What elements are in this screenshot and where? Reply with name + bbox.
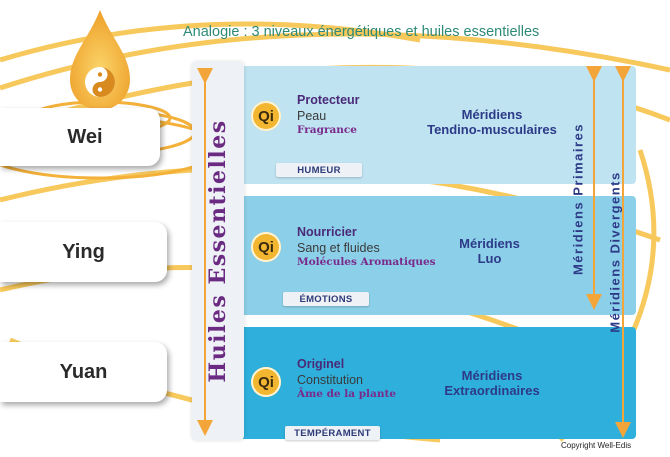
- level-oil: Âme de la plante: [297, 388, 397, 401]
- level-yuan-text: Originel Constitution Âme de la plante: [297, 357, 396, 401]
- meridians-line: Méridiens: [459, 236, 520, 251]
- meridians-line: Tendino-musculaires: [427, 121, 557, 137]
- level-name: Nourricier: [297, 225, 357, 239]
- yin-yang-icon: [85, 67, 115, 97]
- meridians-line: Extraordinaires: [444, 382, 540, 398]
- qi-icon: Qi: [251, 232, 281, 262]
- diagram-title: Analogie : 3 niveaux énergétiques et hui…: [183, 24, 540, 40]
- level-name: Originel: [297, 357, 345, 371]
- level-sub: Constitution: [297, 372, 364, 387]
- level-oil: Fragrance: [297, 124, 357, 137]
- level-wei-text: Protecteur Peau Fragrance: [297, 93, 360, 137]
- meridians-line: Méridiens: [461, 107, 523, 122]
- tag-temperament: TEMPÉRAMENT: [285, 426, 380, 440]
- level-sub: Peau: [297, 108, 327, 123]
- level-ying-text: Nourricier Sang et fluides Molécules Aro…: [297, 225, 436, 269]
- meridiens-divergents-label: Méridiens Divergents: [607, 171, 623, 333]
- tag-humeur: HUMEUR: [276, 163, 362, 177]
- copyright: Copyright Well-Edis: [561, 441, 632, 450]
- meridians-line: Méridiens: [461, 368, 523, 383]
- meridians-wei: Méridiens Tendino-musculaires: [412, 107, 572, 138]
- level-oil: Molécules Aromatiques: [297, 256, 436, 269]
- tag-emotions: ÉMOTIONS: [283, 292, 369, 306]
- label-ying: Ying: [0, 222, 167, 282]
- label-yuan: Yuan: [0, 342, 167, 402]
- level-name: Protecteur: [297, 93, 360, 107]
- qi-icon: Qi: [251, 101, 281, 131]
- label-wei: Wei: [0, 108, 160, 166]
- level-sub: Sang et fluides: [297, 240, 380, 255]
- meridians-yuan: Méridiens Extraordinaires: [412, 368, 572, 399]
- swirl-arc: [0, 21, 421, 63]
- meridians-line: Luo: [477, 250, 502, 266]
- meridiens-primaires-label: Méridiens Primaires: [570, 122, 586, 276]
- meridians-ying: Méridiens Luo: [412, 236, 567, 267]
- qi-icon: Qi: [251, 367, 281, 397]
- level-band-yuan: [233, 327, 636, 439]
